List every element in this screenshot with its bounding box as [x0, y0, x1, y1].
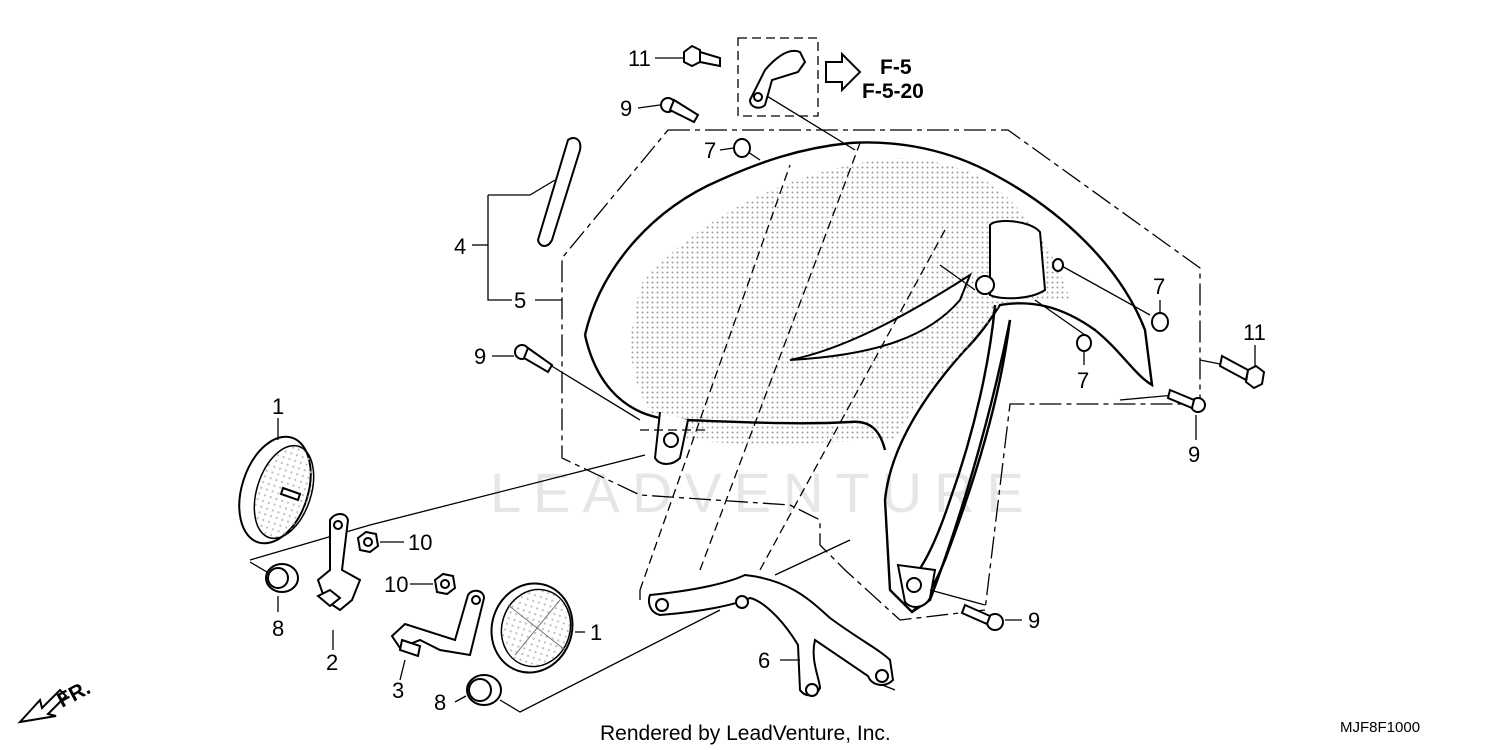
nut-7-mid — [1076, 334, 1092, 352]
reference-bracket — [748, 50, 807, 109]
reflector-1-left — [238, 435, 315, 545]
watermark-text: LEADVENTURE — [490, 461, 1036, 524]
reflector-bracket-3 — [390, 589, 486, 658]
reference-label-1: F-5 — [880, 56, 912, 79]
callout-5: 5 — [514, 288, 526, 313]
fender-shading — [630, 158, 1070, 445]
nut-7-inner — [1052, 258, 1064, 272]
mount-hole — [975, 275, 995, 295]
bolt-9-top — [660, 97, 700, 124]
callout-11-top: 11 — [628, 46, 651, 71]
reflector-bracket-2 — [316, 513, 362, 612]
fender-stay-6 — [648, 573, 895, 697]
mount-hole — [663, 432, 679, 448]
callout-7-right: 7 — [1153, 274, 1165, 299]
front-fender — [583, 141, 1154, 614]
reference-box — [737, 37, 819, 117]
footer-credit: Rendered by LeadVenture, Inc. — [600, 722, 891, 745]
callout-8-upper: 8 — [272, 616, 284, 641]
callout-7-mid: 7 — [1077, 368, 1089, 393]
callout-8-lower: 8 — [434, 690, 446, 715]
callout-3: 3 — [392, 678, 404, 703]
callout-4: 4 — [454, 234, 466, 259]
callout-7-top: 7 — [704, 138, 716, 163]
callout-9-right: 9 — [1188, 442, 1200, 467]
mount-hole — [906, 577, 922, 593]
callout-10-lower: 10 — [384, 572, 408, 597]
callout-11-right: 11 — [1243, 320, 1266, 345]
bolt-9-right — [1166, 388, 1206, 413]
reflector-1-right — [490, 582, 574, 674]
callout-9-bottom: 9 — [1028, 608, 1040, 633]
nut-7-top — [733, 138, 751, 158]
bolt-11-right — [1218, 354, 1266, 390]
bolt-9-left — [514, 344, 554, 374]
callout-9-left: 9 — [474, 344, 486, 369]
stay-hole — [735, 595, 749, 609]
nut-10-upper — [356, 530, 380, 554]
callout-1-left: 1 — [272, 394, 284, 419]
grommet-8-upper — [265, 563, 299, 593]
callout-6: 6 — [758, 648, 770, 673]
front-direction-label: FR. — [54, 676, 95, 712]
callout-2: 2 — [326, 650, 338, 675]
reference-arrow-icon — [825, 51, 862, 93]
fender-strip-4 — [536, 137, 582, 247]
bolt-11-top — [683, 44, 721, 68]
stay-hole — [655, 598, 669, 612]
callout-9-top: 9 — [620, 96, 632, 121]
diagram-code: MJF8F1000 — [1340, 719, 1420, 736]
grommet-8-lower — [466, 674, 502, 706]
front-direction-arrow-icon — [17, 688, 68, 724]
stay-hole — [805, 683, 819, 697]
callout-leaders — [277, 57, 1256, 703]
stay-hole — [875, 669, 889, 683]
nut-10-lower — [433, 572, 457, 596]
callout-1-right: 1 — [590, 620, 602, 645]
reference-label-2: F-5-20 — [862, 80, 924, 103]
nut-7-right — [1151, 312, 1169, 332]
bolt-9-bottom — [960, 603, 1004, 631]
guide-lines — [249, 37, 1226, 713]
callout-10-upper: 10 — [408, 530, 432, 555]
